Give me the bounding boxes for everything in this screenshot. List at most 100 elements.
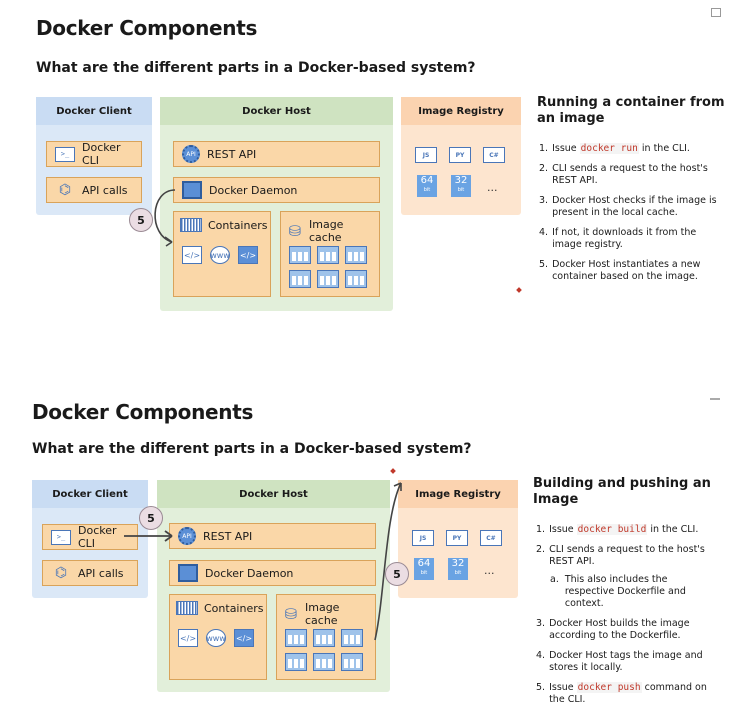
image-tile xyxy=(317,246,339,264)
docker-daemon-box: Docker Daemon xyxy=(169,560,376,586)
image-tile xyxy=(289,246,311,264)
api-gear-icon: API xyxy=(178,527,196,545)
code-pulse-icon: </> xyxy=(238,246,258,264)
more-images: ... xyxy=(484,564,495,577)
laser-pointer xyxy=(516,287,522,293)
cli-to-rest-arrow xyxy=(124,530,173,542)
docker-cli-box: >_ Docker CLI xyxy=(42,524,138,550)
docker-cli-box: >_ Docker CLI xyxy=(46,141,142,167)
globe-www-icon: www xyxy=(210,246,230,264)
docker-daemon-label: Docker Daemon xyxy=(209,183,298,197)
database-icon: ⛁ xyxy=(284,605,298,623)
slide-running-container: Docker Components What are the different… xyxy=(36,8,725,311)
command-code: docker push xyxy=(576,682,642,693)
docker-host-panel: Docker Host API REST API Docker Daemon C… xyxy=(157,480,390,692)
image-cache-box: ⛁ Image cache xyxy=(276,594,376,680)
docker-client-header: Docker Client xyxy=(36,97,152,125)
code-pulse-icon: </> xyxy=(234,629,254,647)
code-icon: </> xyxy=(182,246,202,264)
rest-api-box: API REST API xyxy=(173,141,380,167)
step-5-badge: 5 xyxy=(139,506,163,530)
rest-api-label: REST API xyxy=(207,147,257,161)
image-tile xyxy=(285,653,307,671)
step-item: 1.Issue docker build in the CLI. xyxy=(536,524,699,535)
py-tag-icon: PY xyxy=(446,530,468,546)
steps-list: 1.Issue docker build in the CLI. 2.CLI s… xyxy=(536,524,714,714)
slide-subtitle: What are the different parts in a Docker… xyxy=(36,60,476,76)
command-code: docker run xyxy=(579,143,639,154)
cpu-chip-icon xyxy=(178,564,198,582)
step-item: 1.Issue docker run in the CLI. xyxy=(539,143,690,154)
api-calls-box: ⌬ API calls xyxy=(46,177,142,203)
container-rack-icon xyxy=(180,218,202,232)
sub-step-item: a.This also includes the respective Dock… xyxy=(550,574,686,609)
docker-client-panel: Docker Client >_ Docker CLI ⌬ API calls xyxy=(32,480,148,598)
csharp-tag-icon: C# xyxy=(480,530,502,546)
docker-client-panel: Docker Client >_ Docker CLI ⌬ API calls xyxy=(36,97,152,215)
image-cache-label: Image cache xyxy=(305,601,340,627)
image-registry-header: Image Registry xyxy=(401,97,521,125)
image-tile xyxy=(289,270,311,288)
image-cache-label: Image cache xyxy=(309,218,344,244)
docker-host-header: Docker Host xyxy=(160,97,393,125)
image-cache-box: ⛁ Image cache xyxy=(280,211,380,297)
slide-title: Docker Components xyxy=(32,400,254,424)
docker-cli-label: Docker CLI xyxy=(82,141,121,167)
docker-daemon-label: Docker Daemon xyxy=(205,566,294,580)
cache-to-registry-arrow xyxy=(374,482,402,641)
step-item: 4.If not, it downloads it from the image… xyxy=(539,227,697,250)
rest-api-label: REST API xyxy=(203,529,253,543)
rest-api-box: API REST API xyxy=(169,523,376,549)
slide-building-image: Docker Components What are the different… xyxy=(0,380,736,724)
slide-menu-icon[interactable] xyxy=(711,8,721,17)
cpu-chip-icon xyxy=(182,181,202,199)
step-item: 4.Docker Host tags the image and stores … xyxy=(536,650,703,673)
csharp-tag-icon: C# xyxy=(483,147,505,163)
slide-title: Docker Components xyxy=(36,16,258,40)
docker-client-header: Docker Client xyxy=(32,480,148,508)
step-5-badge: 5 xyxy=(129,208,153,232)
database-icon: ⛁ xyxy=(288,222,302,240)
step-5-badge: 5 xyxy=(385,562,409,586)
containers-label: Containers xyxy=(204,601,264,615)
image-tile xyxy=(341,653,363,671)
step-item: 2.CLI sends a request to the host's REST… xyxy=(539,163,708,186)
container-rack-icon xyxy=(176,601,198,615)
docker-host-panel: Docker Host API REST API Docker Daemon C… xyxy=(160,97,393,311)
docker-daemon-box: Docker Daemon xyxy=(173,177,380,203)
laser-pointer xyxy=(390,468,396,474)
image-tile xyxy=(313,653,335,671)
api-calls-label: API calls xyxy=(82,183,128,197)
api-calls-label: API calls xyxy=(78,566,124,580)
slide-divider-mark xyxy=(710,398,720,400)
command-code: docker build xyxy=(576,524,648,535)
api-calls-box: ⌬ API calls xyxy=(42,560,138,586)
image-tile xyxy=(341,629,363,647)
step-item: 2.CLI sends a request to the host's REST… xyxy=(536,544,705,567)
steps-list: 1.Issue docker run in the CLI. 2.CLI sen… xyxy=(539,143,717,291)
side-title: Running a container from an image xyxy=(537,95,725,126)
step-item: 5.Docker Host instantiates a new contain… xyxy=(539,259,701,282)
network-nodes-icon: ⌬ xyxy=(58,182,72,198)
js-tag-icon: JS xyxy=(412,530,434,546)
image-tile xyxy=(313,629,335,647)
image-tile xyxy=(317,270,339,288)
daemon-to-containers-arrow xyxy=(154,189,176,247)
code-icon: </> xyxy=(178,629,198,647)
image-registry-header: Image Registry xyxy=(398,480,518,508)
docker-cli-label: Docker CLI xyxy=(78,524,117,550)
side-title: Building and pushing an Image xyxy=(533,476,711,507)
api-gear-icon: API xyxy=(182,145,200,163)
globe-www-icon: www xyxy=(206,629,226,647)
js-tag-icon: JS xyxy=(415,147,437,163)
step-item: 5.Issue docker push command on the CLI. xyxy=(536,682,707,705)
step-item: 3.Docker Host builds the image according… xyxy=(536,618,690,641)
terminal-icon: >_ xyxy=(55,146,75,162)
image-tile xyxy=(285,629,307,647)
